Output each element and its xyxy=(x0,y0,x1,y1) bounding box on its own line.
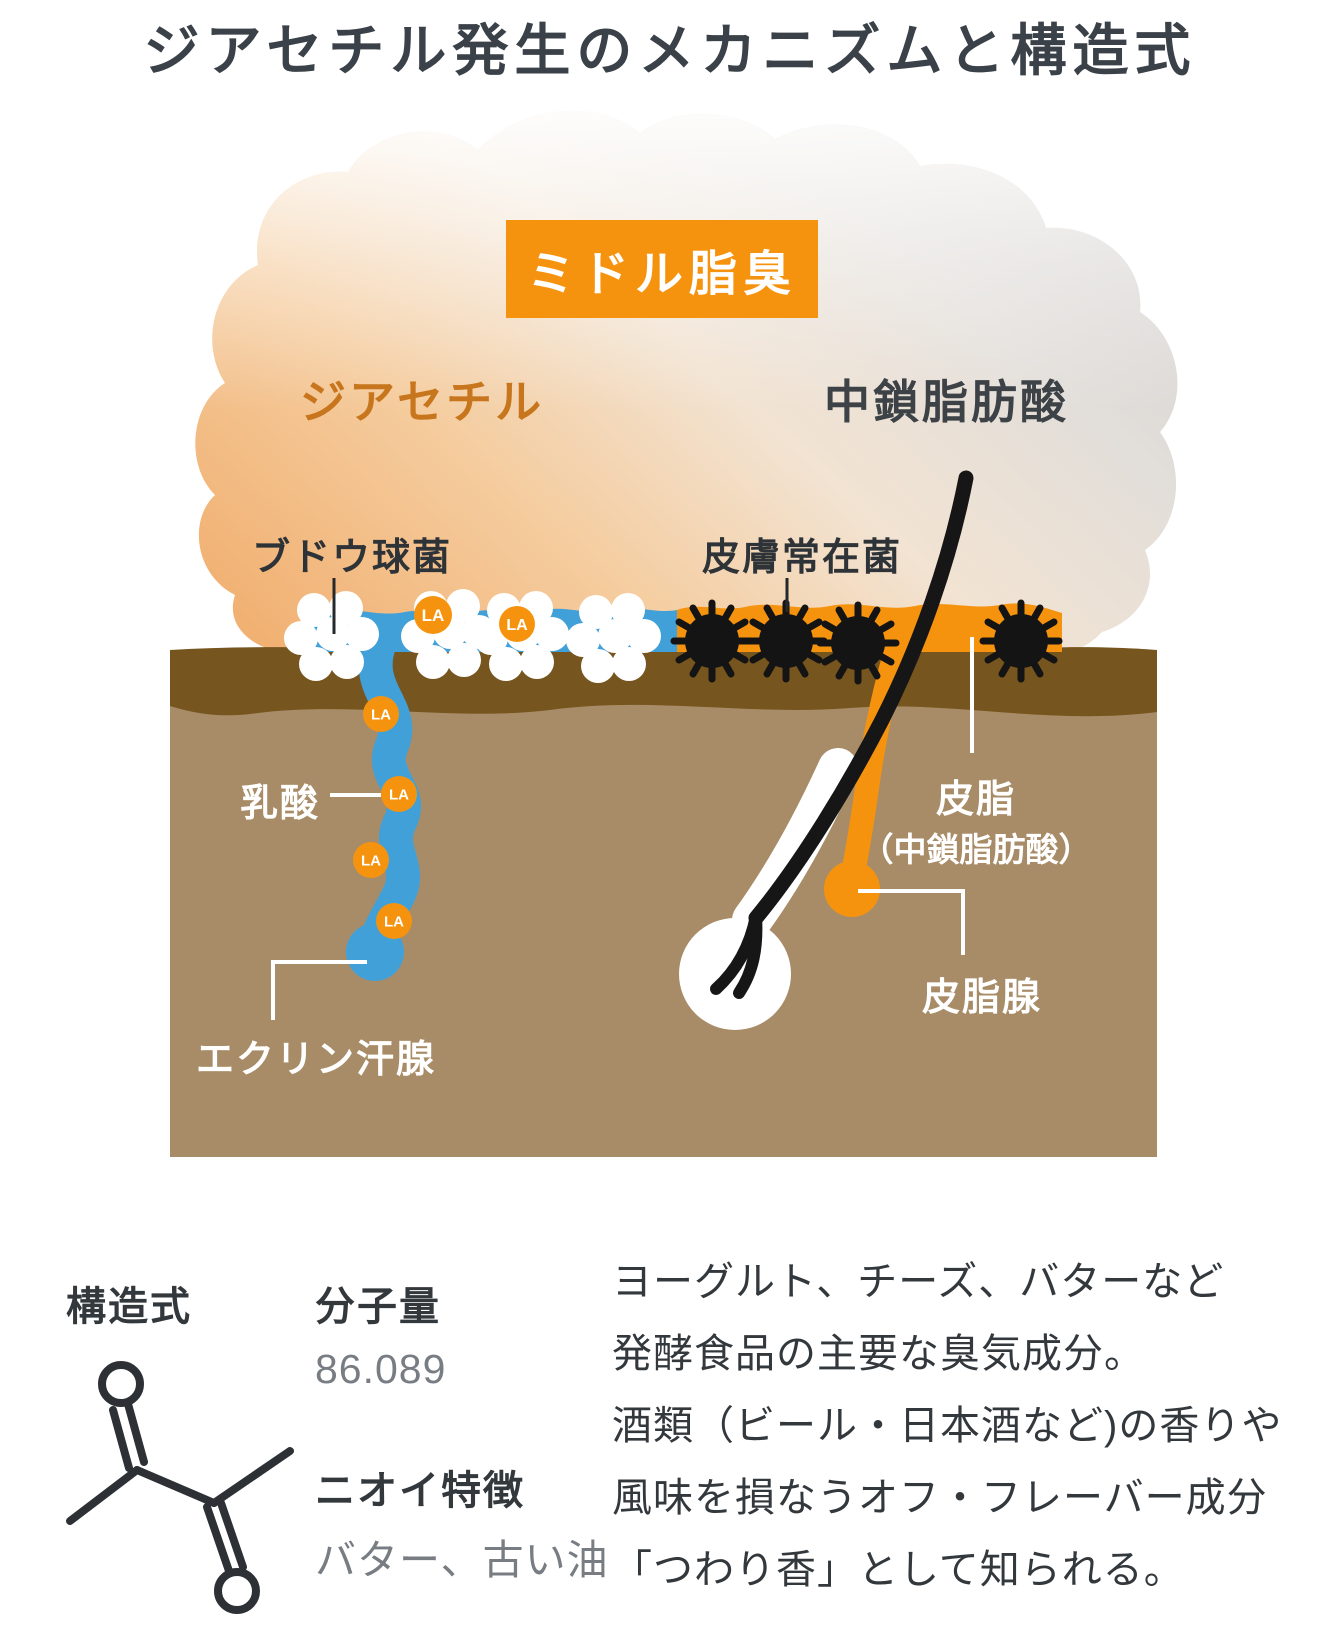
page-title: ジアセチル発生のメカニズムと構造式 xyxy=(143,19,1197,82)
lactic-acid-label: 乳酸 xyxy=(240,783,321,825)
white-pointer-lines xyxy=(271,637,974,1020)
la-circle xyxy=(414,596,452,634)
dermis-layer xyxy=(170,655,1157,1157)
structure-heading: 構造式 xyxy=(66,1285,192,1329)
la-badge-text: LA xyxy=(389,787,409,804)
staph-label: ブドウ球菌 xyxy=(252,537,453,579)
sebum-label-line1: 皮脂 xyxy=(935,779,1016,821)
diacetyl-structure xyxy=(66,1361,294,1614)
molecular-weight-value: 86.089 xyxy=(315,1346,447,1392)
description: ヨーグルト、チーズ、バターなど 発酵食品の主要な臭気成分。 酒類（ビール・日本酒… xyxy=(612,1246,1312,1606)
sebaceous-gland-label: 皮脂腺 xyxy=(922,977,1043,1019)
odor-cloud xyxy=(195,110,1178,656)
la-badge-text: LA xyxy=(361,853,381,870)
la-badge-text: LA xyxy=(422,606,445,625)
hair-root xyxy=(710,910,763,999)
eccrine-pointer-line xyxy=(271,960,367,1020)
sebum-label-line2: （中鎖脂肪酸） xyxy=(860,831,1092,868)
description-line: 発酵食品の主要な臭気成分。 xyxy=(612,1332,1145,1376)
la-badge-text: LA xyxy=(371,707,391,724)
mcfa-label: 中鎖脂肪酸 xyxy=(824,376,1069,428)
la-circle xyxy=(353,842,389,878)
hair-shaft xyxy=(748,470,974,926)
oxygen-atom xyxy=(98,1361,144,1407)
molecular-weight-heading: 分子量 xyxy=(315,1285,441,1329)
diacetyl-label: ジアセチル xyxy=(300,376,545,428)
description-line: 酒類（ビール・日本酒など)の香りや xyxy=(612,1404,1283,1448)
sebaceous-gland-bulb xyxy=(824,861,880,917)
description-line: ヨーグルト、チーズ、バターなど xyxy=(612,1260,1225,1304)
la-circle xyxy=(363,696,399,732)
oxygen-atom xyxy=(214,1568,260,1614)
eccrine-gland-label: エクリン汗腺 xyxy=(196,1039,437,1081)
odor-feature-value: バター、古い油 xyxy=(315,1537,609,1583)
sebaceous-pointer-line xyxy=(858,889,965,955)
la-circle xyxy=(376,903,412,939)
description-line: 「つわり香」として知られる。 xyxy=(612,1548,1185,1592)
skin-flora-label: 皮膚常在菌 xyxy=(702,537,903,579)
odor-feature-heading: ニオイ特徴 xyxy=(315,1469,525,1513)
la-badge-text: LA xyxy=(506,617,528,634)
la-circle xyxy=(381,776,417,812)
middle-odor-box: ミドル脂臭 xyxy=(506,220,818,318)
sebum-label: 皮脂 （中鎖脂肪酸） xyxy=(826,768,1126,871)
black-pointer-lines xyxy=(332,578,789,634)
la-badges: LA LA LA LA LA LA xyxy=(353,596,535,939)
la-badge-text: LA xyxy=(384,914,404,931)
la-circle xyxy=(499,606,535,642)
middle-odor-label: ミドル脂臭 xyxy=(526,248,797,301)
description-line: 風味を損なうオフ・フレーバー成分 xyxy=(612,1476,1268,1520)
